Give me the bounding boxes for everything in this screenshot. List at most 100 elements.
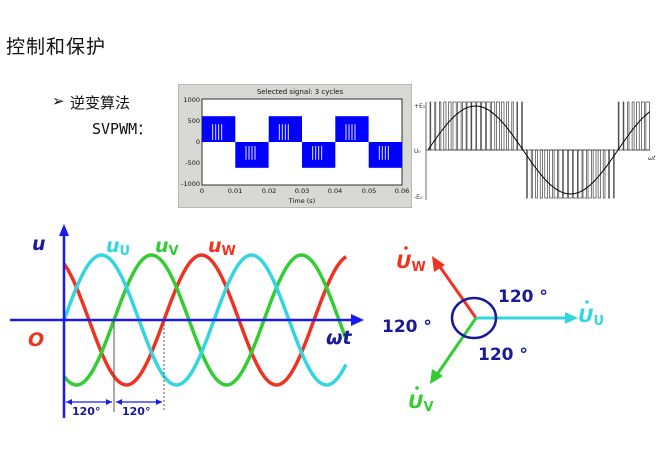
phasor-angle-top: 120 ° [498,287,548,307]
pwm-pulse [587,149,592,199]
pwm-pulse [496,101,500,151]
xtick-005: 0.05 [362,187,376,195]
pwm-pulse [530,149,533,199]
arrowhead-icon [66,399,72,405]
phasor-u-label: UU [578,305,604,329]
pwm-pulse [645,101,650,151]
pwm-pulse [617,101,620,151]
pwm-pulse [481,101,486,151]
x-axis-label: ωt [326,327,353,349]
phasor-v-label: UV [408,391,434,415]
arrowhead-icon [156,399,162,405]
pwm-pulse [516,101,519,151]
svpwm-label: SVPWM： [92,120,153,138]
angle-label-1: 120° [72,405,100,418]
pwm-xlabel: ωt [648,155,656,162]
phase-v-label: uV [155,235,179,259]
phasor-dot-icon [585,300,589,304]
phasor-v-arrow-icon [430,369,443,384]
pwm-pulse [641,101,645,151]
pwm-pulse [434,101,437,151]
ytick-0: 0 [196,138,200,146]
pwm-pulse [535,149,538,199]
pwm-pulse [486,101,491,151]
ytick-500: 500 [188,117,200,125]
wave-u [62,253,348,387]
pwm-pulse [627,101,630,151]
pwm-pulse [461,101,467,151]
xtick-003: 0.03 [295,187,309,195]
phasor-diagram: 120 ° 120 ° 120 ° UW UU UV [382,246,604,415]
pwm-pulse [622,101,625,151]
phasor-angle-left: 120 ° [382,317,432,337]
xtick-001: 0.01 [228,187,242,195]
pwm-pulse [592,149,597,199]
pwm-pulse [577,149,583,199]
pwm-waveform [202,116,402,168]
pwm-pulse [553,149,559,199]
arrowhead-icon [106,399,112,405]
plot-title: Selected signal: 3 cycles [257,88,344,96]
wave-v [62,253,348,387]
pwm-ylabel-bottom: -E₀ [414,194,423,201]
phasor-u-arrow-icon [565,312,578,324]
pwm-pulse [544,149,549,199]
phasor-w-line [436,263,478,319]
matlab-pwm-plot: Selected signal: 3 cycles 1000 500 0 -50… [178,84,412,208]
phasor-angle-circle [450,296,498,340]
pwm-sine-diagram: +E₀ U₀ -E₀ ωt [414,101,656,201]
pwm-pulse [452,101,457,151]
pwm-pulse [506,101,509,151]
pwm-pulse [582,149,587,199]
x-axis-arrow-icon [351,314,364,326]
bullet-arrow-icon: ➢ [52,92,65,110]
three-phase-waveform: 120° 120° u O ωt uU uV uW [10,224,364,418]
pwm-pulse [526,149,528,199]
y-axis-label: u [32,233,46,255]
origin-label: O [28,329,44,351]
pwm-pulses [429,101,650,199]
xtick-0: 0 [200,187,204,195]
pwm-pulse [549,149,553,199]
pwm-pulse [631,101,635,151]
slide-title: 控制和保护 [6,36,107,58]
pwm-pulse [602,149,606,199]
ytick-1000: 1000 [183,96,200,104]
pwm-pulse [448,101,452,151]
phasor-v-line [434,317,478,377]
pwm-pulse [438,101,442,151]
pwm-pulse [429,101,432,151]
pwm-pulse [476,101,481,151]
pwm-pulse [457,101,462,151]
phasor-dot-icon [404,246,408,250]
pwm-pulse [501,101,505,151]
plot-xlabel: Time (s) [288,197,315,205]
phasor-w-arrow-icon [432,256,445,272]
pwm-pulse [491,101,496,151]
xtick-004: 0.04 [328,187,342,195]
wave-w [62,253,348,387]
pwm-pulse [568,149,573,199]
sine-reference [427,105,651,195]
pwm-ylabel-top: +E₀ [414,103,426,110]
y-axis-arrow-icon [59,224,69,236]
phase-u-label: uU [106,235,130,259]
xtick-002: 0.02 [262,187,276,195]
pwm-ylabel-mid: U₀ [414,148,421,155]
pwm-pulse [563,149,568,199]
xtick-006: 0.06 [395,187,409,195]
pwm-pulse [572,149,578,199]
bullet-text: 逆变算法 [70,94,131,112]
ytick-neg1000: -1000 [181,180,200,188]
pwm-pulse [613,149,615,199]
pwm-pulse [636,101,640,151]
arrowhead-icon [116,399,122,405]
angle-label-2: 120° [122,405,150,418]
phasor-dot-icon [415,386,419,390]
pwm-pulse [471,101,477,151]
pwm-pulse [521,101,523,151]
phase-w-label: uW [208,235,236,259]
phasor-w-label: UW [396,251,426,275]
pwm-pulse [608,149,610,199]
ytick-neg500: -500 [185,159,200,167]
